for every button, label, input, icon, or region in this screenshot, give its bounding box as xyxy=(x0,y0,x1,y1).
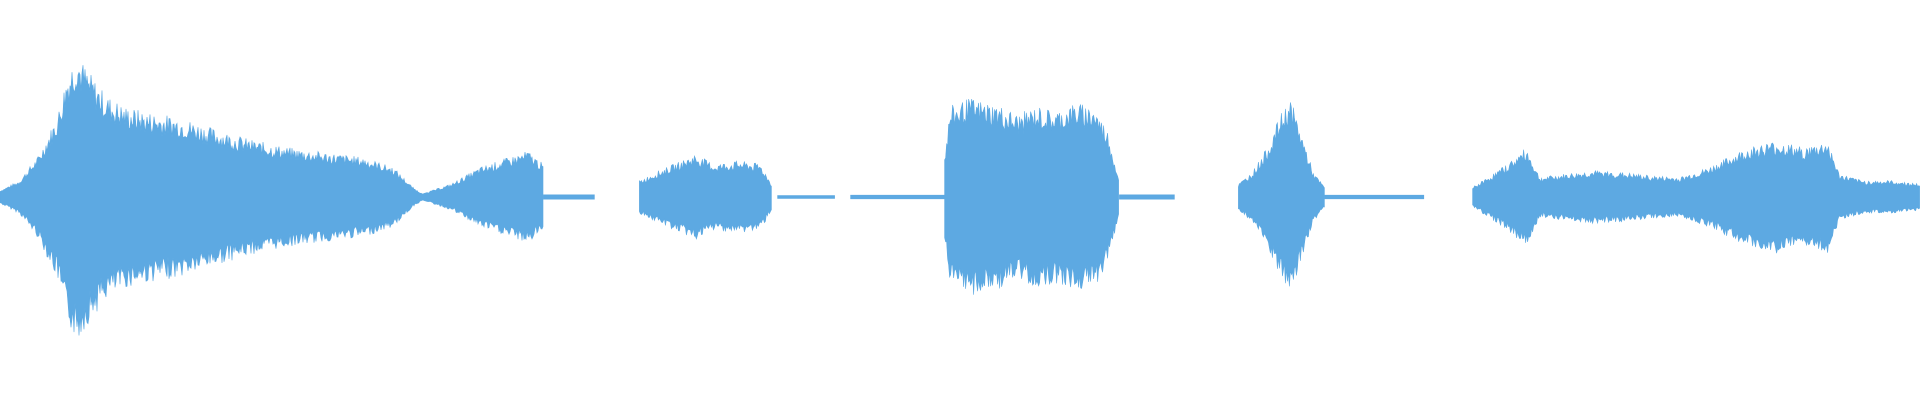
waveform-segment-3 xyxy=(639,155,772,240)
waveform-segment-6 xyxy=(944,99,1119,295)
waveform-segment-10 xyxy=(1472,142,1920,254)
waveform-segment-2 xyxy=(543,194,595,200)
waveform-segment-1 xyxy=(0,65,544,336)
waveform-segment-7 xyxy=(1119,194,1175,200)
waveform-segment-8 xyxy=(1238,102,1325,287)
waveform-segment-4 xyxy=(777,195,835,199)
waveform-segment-5 xyxy=(850,194,945,200)
waveform-segments xyxy=(0,65,1920,336)
waveform-segment-9 xyxy=(1324,194,1425,200)
